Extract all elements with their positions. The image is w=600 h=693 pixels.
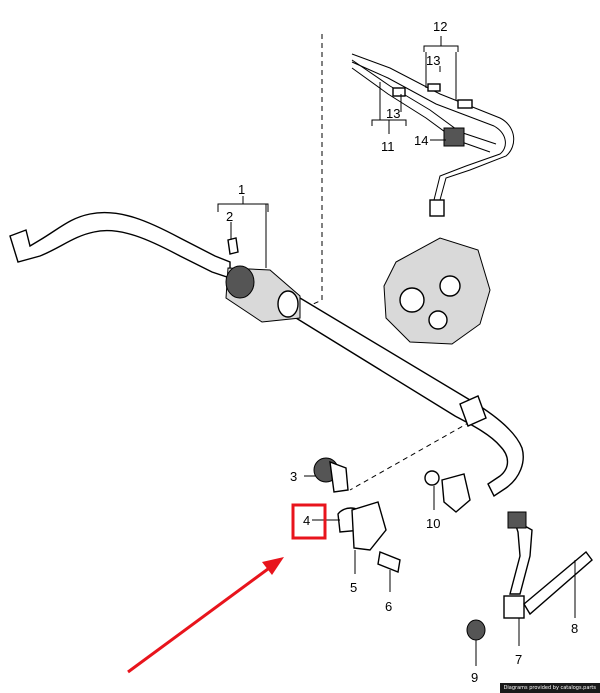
nut-10 [424,470,440,486]
stabilizer-bar [9,211,524,498]
bolt-2 [227,237,239,255]
leader-11-13 [371,82,407,134]
callout-7: 7 [515,652,522,667]
callout-3: 3 [290,469,297,484]
link-rod-7 [503,511,533,619]
valve-block [383,237,491,345]
callout-5: 5 [350,580,357,595]
bushing-3 [313,457,349,493]
callout-4: 4 [303,513,310,528]
highlight-box [291,503,327,540]
callout-11: 11 [381,139,395,154]
callout-14: 14 [414,133,428,148]
bolt-8 [523,550,593,616]
callout-13-upper: 13 [426,53,440,68]
leader-1 [217,196,269,268]
callout-1: 1 [238,182,245,197]
bolt-6 [377,551,401,573]
credit-watermark: Diagrams provided by catalogs.parts [499,683,600,693]
actuator-cylinder [225,265,301,323]
callout-13-lower: 13 [386,106,400,121]
callout-12: 12 [433,19,447,34]
leader-dash-top [299,34,323,311]
callout-10: 10 [426,516,440,531]
bar-bracket [441,473,471,513]
hydraulic-lines [351,53,515,217]
clamp-5 [351,501,387,551]
nut-9 [466,619,486,641]
leader-12-13 [423,36,459,100]
callout-6: 6 [385,599,392,614]
highlight-arrow [127,557,284,674]
callout-8: 8 [571,621,578,636]
callout-9: 9 [471,670,478,685]
callout-2: 2 [226,209,233,224]
leader-dash-bottom [349,421,471,491]
